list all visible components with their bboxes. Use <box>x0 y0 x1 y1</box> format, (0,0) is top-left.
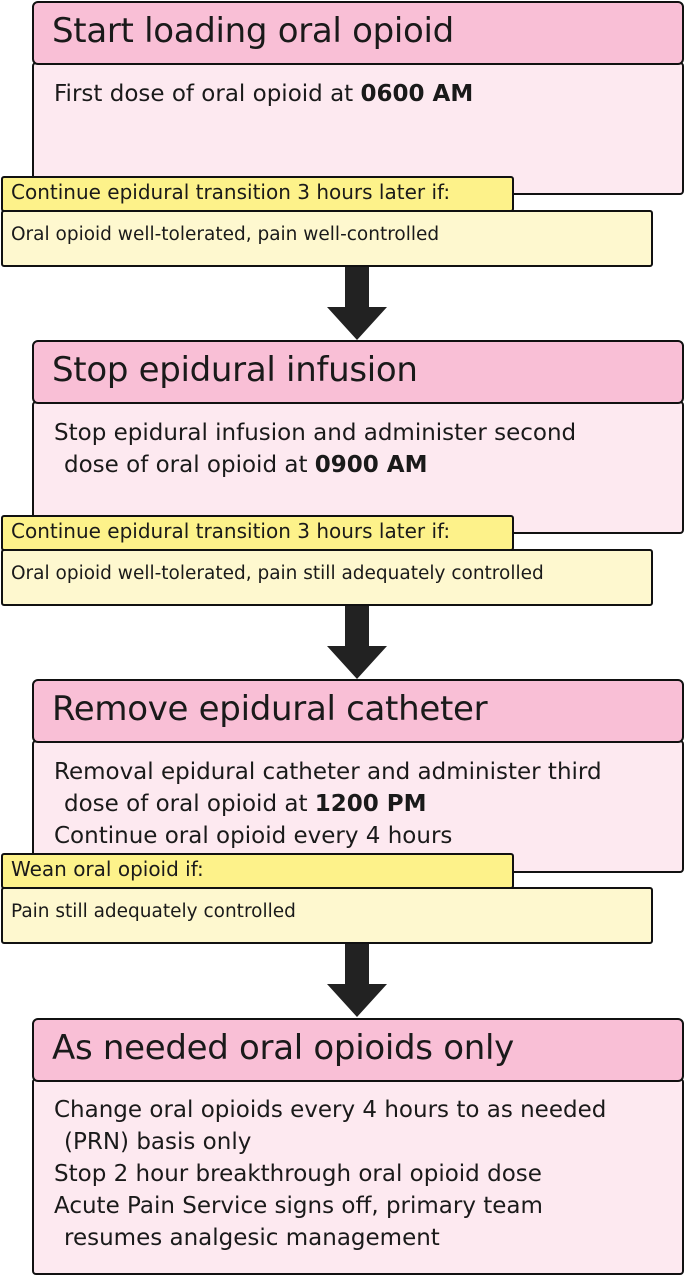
down-arrow-icon <box>327 267 387 340</box>
step2-line1: Stop epidural infusion and administer se… <box>54 420 577 446</box>
cond1-body: Oral opioid well-tolerated, pain well-co… <box>1 210 653 267</box>
cond3-header: Wean oral opioid if: <box>1 853 514 889</box>
step1-body: First dose of oral opioid at 0600 AM <box>32 62 684 195</box>
cond3-text: Pain still adequately controlled <box>11 901 296 922</box>
step4-line3: Stop 2 hour breakthrough oral opioid dos… <box>54 1161 542 1187</box>
step3-line1: Removal epidural catheter and administer… <box>54 759 602 785</box>
step4-title: As needed oral opioids only <box>52 1028 514 1068</box>
cond2-text: Oral opioid well-tolerated, pain still a… <box>11 563 544 584</box>
step4-line2: (PRN) basis only <box>64 1129 252 1155</box>
down-arrow-icon <box>327 944 387 1017</box>
step4-line1: Change oral opioids every 4 hours to as … <box>54 1097 607 1123</box>
step1-time: 0600 AM <box>360 81 474 107</box>
step4-line5: resumes analgesic management <box>64 1225 440 1251</box>
step3-time: 1200 PM <box>314 791 427 817</box>
step4-body: Change oral opioids every 4 hours to as … <box>32 1078 684 1275</box>
step3-body: Removal epidural catheter and administer… <box>32 740 684 873</box>
step3-header: Remove epidural catheter <box>32 679 684 743</box>
step2-line2: dose of oral opioid at <box>64 452 315 478</box>
cond2-body: Oral opioid well-tolerated, pain still a… <box>1 549 653 606</box>
down-arrow-icon <box>327 606 387 679</box>
step4-header: As needed oral opioids only <box>32 1018 684 1082</box>
step2-time: 0900 AM <box>314 452 428 478</box>
cond3-body: Pain still adequately controlled <box>1 887 653 944</box>
cond2-title: Continue epidural transition 3 hours lat… <box>11 519 451 543</box>
step3-title: Remove epidural catheter <box>52 689 488 729</box>
step3-line3: Continue oral opioid every 4 hours <box>54 823 453 849</box>
step1-header: Start loading oral opioid <box>32 1 684 65</box>
cond2-header: Continue epidural transition 3 hours lat… <box>1 515 514 551</box>
step4-line4: Acute Pain Service signs off, primary te… <box>54 1193 543 1219</box>
cond1-header: Continue epidural transition 3 hours lat… <box>1 176 514 212</box>
cond3-title: Wean oral opioid if: <box>11 857 204 881</box>
step3-line2: dose of oral opioid at <box>64 791 315 817</box>
step1-title: Start loading oral opioid <box>52 11 454 51</box>
step1-text: First dose of oral opioid at <box>54 81 361 107</box>
step2-header: Stop epidural infusion <box>32 340 684 404</box>
step2-title: Stop epidural infusion <box>52 350 418 390</box>
cond1-text: Oral opioid well-tolerated, pain well-co… <box>11 224 440 245</box>
cond1-title: Continue epidural transition 3 hours lat… <box>11 180 451 204</box>
